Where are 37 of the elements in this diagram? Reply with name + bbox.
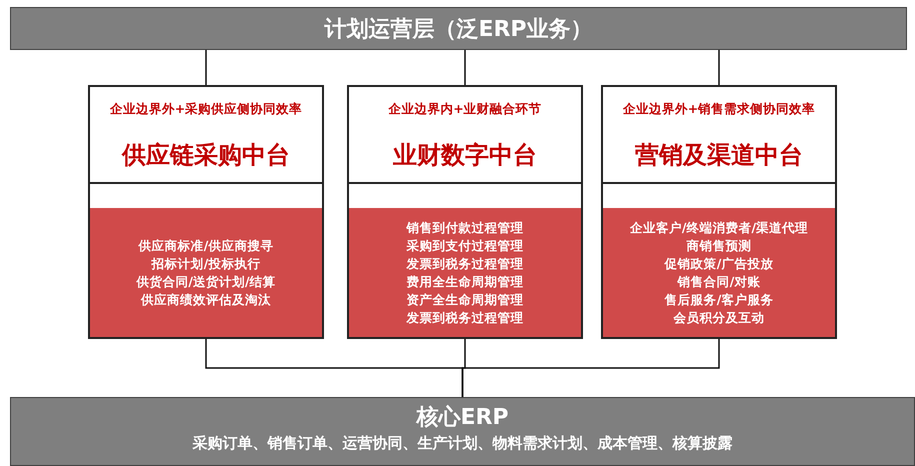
function-item: 销售合同/对账 [676,272,762,290]
card-title: 供应链采购中台 [120,140,291,171]
function-item: 供货合同/送货计划/结算 [135,272,277,290]
card-title: 营销及渠道中台 [634,140,804,171]
layer-title: 核心ERP [414,404,510,432]
card-subtitle: 企业边界外+采购供应侧协同效率 [108,101,304,118]
function-item: 销售到付款过程管理 [405,218,524,236]
function-panel [90,208,322,337]
connector-line [205,50,207,85]
platform-card [347,85,583,339]
function-item: 促销政策/广告投放 [663,254,774,272]
function-panel [603,208,835,337]
layer-bar [10,397,915,466]
function-item: 供应商绩效评估及淘汰 [140,290,272,308]
function-item: 商销售预测 [686,236,752,254]
layer-bar [10,7,907,50]
function-item: 资产全生命周期管理 [406,290,524,308]
card-subtitle: 企业边界内+业财融合环节 [387,101,543,118]
connector-line [718,50,720,85]
function-item: 售后服务/客户服务 [664,290,774,308]
platform-card [88,85,324,339]
function-item: 采购到支付过程管理 [406,236,524,254]
connector-line [462,339,720,397]
function-item: 费用全生命周期管理 [406,272,524,290]
card-title: 业财数字中台 [392,140,538,171]
function-item: 招标计划/投标执行 [150,254,262,272]
function-item: 会员积分及互动 [672,308,766,326]
card-subtitle: 企业边界外+销售需求侧协同效率 [622,101,816,118]
layer-description: 采购订单、销售订单、运营协同、生产计划、物料需求计划、成本管理、核算披露 [192,434,734,453]
function-item: 发票到税务过程管理 [405,254,524,272]
connector-line [464,50,466,85]
platform-card [601,85,837,339]
function-item: 企业客户/终端消费者/渠道代理 [628,218,810,236]
function-item: 发票到税务过程管理 [405,308,524,326]
layer-title: 计划运营层（泛ERP业务） [324,16,593,44]
function-item: 供应商标准/供应商搜寻 [137,236,274,254]
function-panel [349,208,581,337]
